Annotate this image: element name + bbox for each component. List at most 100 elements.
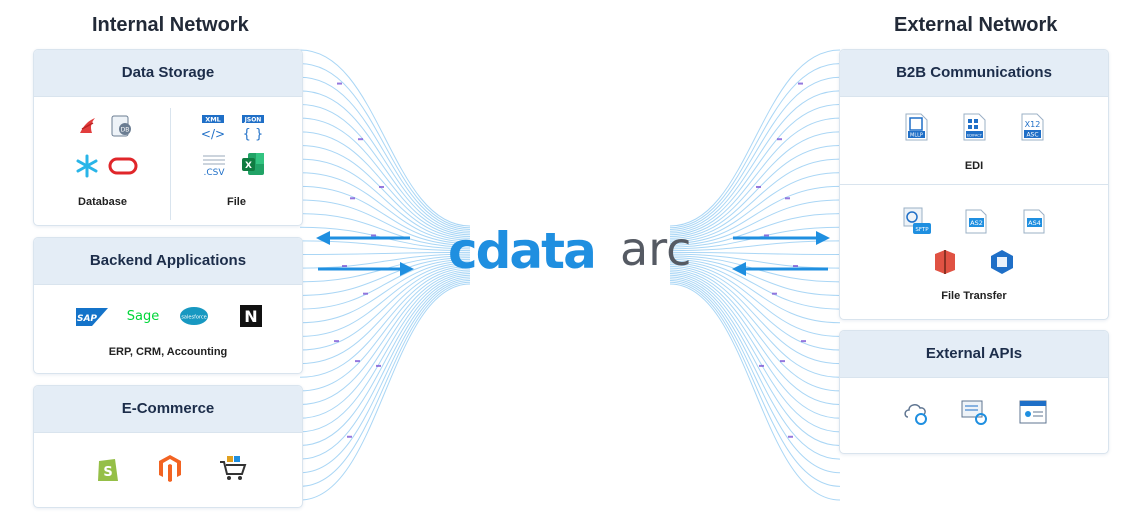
sap-icon: SAP [76, 308, 108, 326]
stream-line [669, 240, 841, 252]
svg-text:DB: DB [121, 127, 130, 134]
external-apis-panel: External APIs [839, 330, 1109, 454]
stream-line [299, 269, 471, 392]
stream-line [669, 90, 841, 232]
data-storage-panel: Data Storage DB Database XML </> JSON { … [33, 49, 303, 226]
shopify-icon: S [98, 459, 118, 481]
logo-product: arc [620, 222, 692, 276]
stream-line [299, 274, 471, 433]
stream-line [669, 274, 841, 433]
svg-text:XML: XML [205, 116, 221, 124]
file-label: File [227, 196, 246, 208]
stream-line [299, 158, 471, 241]
database-icon: DB [111, 115, 131, 137]
stream-line [299, 267, 471, 378]
json-icon: JSON { } [242, 115, 264, 142]
amazon-s3-icon [935, 250, 955, 274]
backend-applications-title: Backend Applications [34, 238, 302, 285]
svg-text:salesforce: salesforce [181, 315, 206, 321]
stream-line [299, 283, 471, 501]
stream-line [299, 278, 471, 460]
netsuite-icon: N [240, 305, 262, 327]
svg-text:X12: X12 [1025, 120, 1041, 129]
stream-line [669, 283, 841, 501]
stream-line [669, 49, 841, 227]
salesforce-icon: salesforce [180, 307, 208, 325]
svg-text:SAP: SAP [77, 314, 97, 324]
stream-line [669, 265, 841, 365]
stream-line [669, 251, 841, 256]
stream-line [299, 264, 471, 351]
stream-line [669, 279, 841, 474]
file-transfer-label: File Transfer [941, 290, 1007, 302]
edi-label: EDI [964, 160, 984, 172]
backend-applications-panel: Backend Applications SAP Sage salesforce… [33, 237, 303, 374]
b2b-communications-panel: B2B Communications MLLP EDIFACT X12 ASC … [839, 49, 1109, 320]
oracle-icon [108, 157, 138, 175]
stream-line [299, 262, 471, 337]
external-apis-title: External APIs [840, 331, 1108, 378]
stream-line [299, 258, 471, 310]
stream-line [299, 185, 471, 245]
svg-text:X: X [245, 161, 252, 171]
b2b-communications-title: B2B Communications [840, 50, 1108, 97]
stream-line [669, 260, 841, 324]
api-settings-icon [961, 400, 987, 425]
stream-line [299, 90, 471, 232]
logo-brand: cdata [448, 222, 597, 280]
sage-icon: Sage [127, 309, 159, 324]
cloud-settings-icon [904, 404, 927, 425]
stream-line [669, 131, 841, 238]
cdata-arc-logo: cdata arc [448, 222, 698, 280]
magento-icon [159, 455, 181, 482]
stream-line [669, 185, 841, 245]
stream-line [669, 76, 841, 231]
svg-text:AS2: AS2 [970, 219, 983, 227]
stream-line [669, 258, 841, 310]
snowflake-icon [76, 154, 98, 178]
stream-line [299, 172, 471, 243]
asc-icon: X12 ASC [1021, 113, 1044, 141]
stream-line [669, 281, 841, 487]
svg-text:N: N [244, 307, 257, 326]
svg-text:AS4: AS4 [1028, 219, 1041, 227]
right-arrow-out [733, 231, 830, 245]
stream-line [299, 257, 471, 296]
e-commerce-panel: E-Commerce S [33, 385, 303, 508]
database-label: Database [78, 196, 127, 208]
stream-line [669, 276, 841, 446]
stream-line [669, 267, 841, 378]
stream-line [669, 264, 841, 351]
stream-line [669, 158, 841, 241]
browser-settings-icon [1019, 400, 1047, 424]
svg-text:ASC: ASC [1026, 132, 1038, 139]
svg-text:.CSV: .CSV [203, 168, 225, 178]
svg-text:EDIFACT: EDIFACT [967, 134, 983, 138]
stream-line [669, 199, 841, 246]
left-arrow-out [316, 231, 410, 245]
svg-text:{ }: { } [243, 127, 264, 142]
stream-line [669, 117, 841, 236]
data-storage-title: Data Storage [34, 50, 302, 97]
stream-line [299, 279, 471, 474]
stream-line [299, 76, 471, 231]
sql-server-icon [80, 118, 95, 133]
stream-line [299, 131, 471, 238]
svg-text:S: S [103, 465, 112, 480]
svg-text:JSON: JSON [244, 117, 262, 124]
sftp-icon: SFTP [903, 207, 931, 234]
stream-line [299, 144, 471, 239]
svg-text:</>: </> [201, 127, 225, 141]
stream-line [669, 262, 841, 337]
stream-line [299, 251, 471, 256]
divider [840, 184, 1108, 185]
stream-line [299, 265, 471, 365]
left-arrow-in [318, 262, 414, 276]
svg-text:Sage: Sage [127, 309, 159, 324]
right-arrow-in [732, 262, 828, 276]
stream-line [669, 172, 841, 243]
stream-line [299, 117, 471, 236]
stream-line [669, 104, 841, 234]
svg-text:MLLP: MLLP [910, 133, 923, 139]
